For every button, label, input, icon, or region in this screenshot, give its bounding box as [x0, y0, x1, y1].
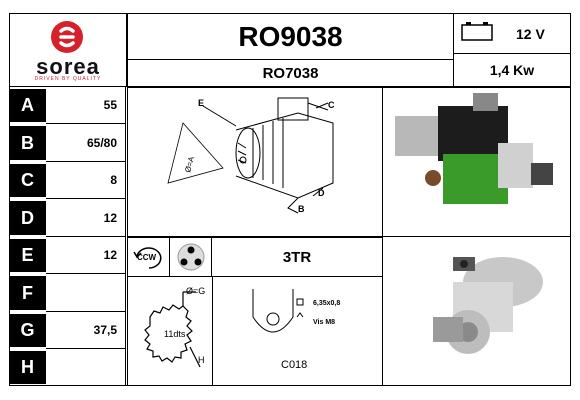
mount-type: 3TR [282, 248, 312, 266]
alt-reference-cell: RO7038 [127, 59, 454, 87]
spec-value-d: 12 [46, 199, 126, 237]
brand-tagline: DRIVEN BY QUALITY [34, 76, 102, 82]
reference-number: RO9038 [238, 20, 343, 52]
alt-reference-number: RO7038 [262, 64, 319, 82]
spec-value-a: 55 [46, 87, 126, 124]
dimension-diagram-cell: E C D B Ø=A [127, 87, 383, 237]
spec-value-g: 37,5 [46, 312, 126, 349]
three-bolt-mount-icon [177, 243, 204, 271]
rotation-label: CCW [137, 253, 157, 262]
starter-dimension-diagram: E C D B Ø=A [167, 97, 335, 214]
label-d: D [318, 188, 325, 198]
terminal-diagram-icon [252, 289, 304, 333]
spec-value-b: 65/80 [46, 124, 126, 162]
ccw-rotation-icon [132, 247, 161, 269]
terminal-dimension: 6,35x0,8 [313, 300, 341, 307]
voltage-cell: 12 V [453, 13, 571, 54]
pinion-diameter-label: Ø=G [186, 286, 206, 296]
sorea-logo-icon [51, 21, 83, 53]
terminal-cell: 6,35x0,8 Vis M8 C018 [212, 276, 383, 386]
label-b: B [298, 204, 305, 214]
starter-photo-side-cell [382, 87, 571, 237]
spec-value-c: 8 [46, 162, 126, 199]
spec-letter-a: A [9, 89, 46, 122]
pinion-teeth-label: 11dts [164, 329, 186, 339]
spec-value-f [46, 274, 126, 312]
spec-letter-h: H [9, 351, 46, 384]
spec-letter-d: D [9, 201, 46, 235]
pinion-gear-icon [144, 291, 201, 368]
label-dia-a: Ø=A [183, 155, 196, 174]
starter-side-photo-icon [395, 93, 553, 204]
spec-value-h [46, 349, 126, 386]
label-c: C [328, 100, 335, 110]
label-e: E [198, 98, 204, 108]
spec-letter-f: F [9, 276, 46, 310]
starter-photo-front-cell [382, 236, 571, 386]
spec-letter-c: C [9, 164, 46, 197]
mount-icon-cell [169, 237, 212, 277]
reference-cell: RO9038 [127, 13, 454, 60]
starter-front-photo-icon [433, 257, 543, 354]
spec-letter-g: G [9, 314, 46, 347]
spec-letter-e: E [9, 239, 46, 272]
terminal-thread: Vis M8 [313, 319, 336, 326]
power-cell: 1,4 Kw [453, 53, 571, 87]
voltage-value: 12 V [516, 26, 545, 42]
spec-value-e: 12 [46, 237, 126, 274]
terminal-code: C018 [281, 359, 308, 371]
brand-name: sorea [36, 54, 100, 79]
battery-icon [461, 22, 493, 41]
rotation-cell: CCW [127, 237, 170, 277]
pinion-cell: Ø=G 11dts H [127, 276, 213, 386]
mount-type-cell: 3TR [211, 237, 383, 277]
pinion-h-label: H [198, 355, 205, 365]
power-value: 1,4 Kw [489, 62, 535, 78]
logo-cell: sorea DRIVEN BY QUALITY [9, 13, 127, 87]
spec-letter-b: B [9, 126, 46, 160]
